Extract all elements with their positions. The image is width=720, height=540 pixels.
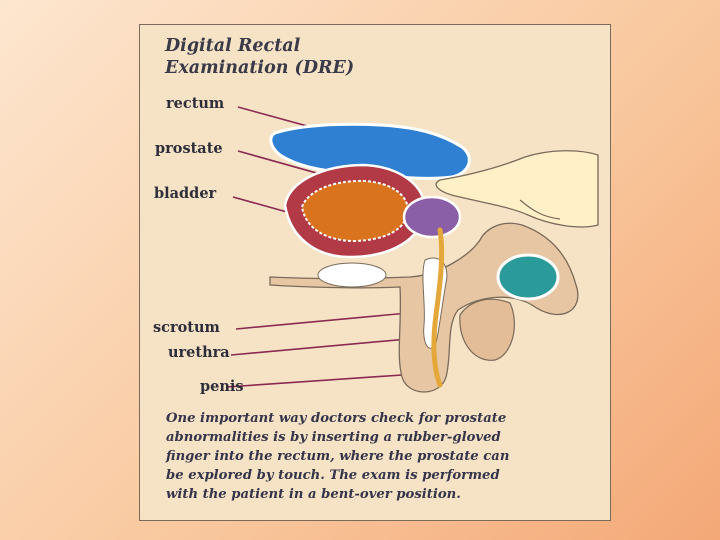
gloved-finger — [435, 150, 599, 228]
glove-knuckle — [519, 199, 561, 220]
prostate — [402, 195, 462, 239]
scrotum — [459, 298, 515, 361]
rectum — [269, 122, 471, 180]
title-line-1: Digital Rectal — [165, 36, 301, 56]
label-urethra: urethra — [168, 344, 230, 361]
label-scrotum: scrotum — [153, 319, 220, 336]
diagram-panel: Digital Rectal Examination (DRE) rectum … — [139, 24, 611, 521]
diagram-title: Digital Rectal Examination (DRE) — [165, 35, 354, 79]
urethra — [431, 227, 445, 388]
testis — [496, 253, 560, 301]
label-penis: penis — [200, 378, 244, 395]
anatomy-illustration — [225, 106, 599, 393]
leader-line-urethra — [230, 336, 431, 356]
label-prostate: prostate — [155, 140, 223, 157]
bladder-inner — [300, 179, 410, 243]
caption-line-4: be explored by touch. The exam is perfor… — [166, 468, 500, 483]
organ-white — [317, 262, 387, 288]
leader-line-penis — [225, 374, 403, 388]
caption-line-5: with the patient in a bent-over position… — [166, 487, 461, 502]
label-rectum: rectum — [166, 95, 225, 112]
label-bladder: bladder — [154, 185, 217, 202]
caption-line-1: One important way doctors check for pros… — [166, 411, 507, 426]
title-line-2: Examination (DRE) — [165, 58, 355, 78]
diagram-caption: One important way doctors check for pros… — [166, 409, 606, 504]
caption-line-2: abnormalities is by inserting a rubber-g… — [166, 430, 501, 445]
caption-line-3: finger into the rectum, where the prosta… — [166, 449, 510, 464]
